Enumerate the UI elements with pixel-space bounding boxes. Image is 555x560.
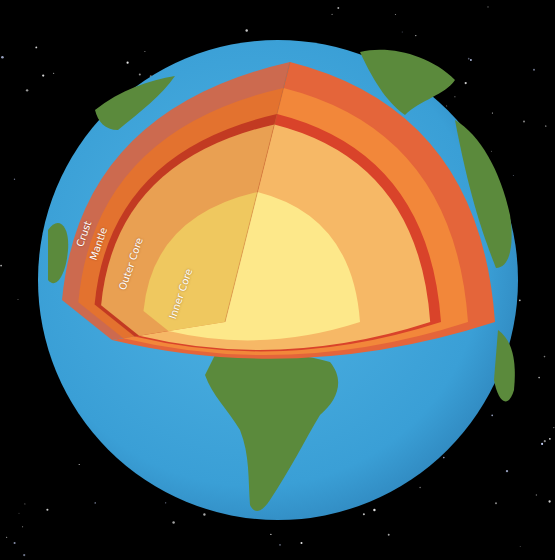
star <box>536 494 537 495</box>
continent <box>205 352 338 511</box>
star <box>0 265 2 267</box>
star <box>545 125 546 126</box>
star <box>533 69 535 71</box>
star <box>14 542 16 544</box>
star <box>95 502 96 503</box>
star <box>139 73 141 75</box>
star <box>144 51 145 52</box>
star <box>14 179 15 180</box>
star <box>446 105 448 107</box>
star <box>373 509 375 511</box>
cut-edge <box>225 62 290 322</box>
star <box>519 545 521 547</box>
star <box>203 513 205 515</box>
star <box>23 554 25 556</box>
star <box>172 521 174 523</box>
star <box>541 443 543 445</box>
star <box>388 534 390 536</box>
star <box>270 534 271 535</box>
star <box>22 526 23 527</box>
star <box>443 457 445 459</box>
star <box>487 6 488 7</box>
star <box>549 438 551 440</box>
star <box>401 31 403 33</box>
star <box>337 7 339 9</box>
layer-face <box>135 114 441 351</box>
star <box>419 487 420 488</box>
star <box>53 73 54 74</box>
star <box>46 509 48 511</box>
star <box>24 503 26 505</box>
star <box>548 500 550 502</box>
star <box>553 427 554 428</box>
star <box>18 512 20 514</box>
star <box>79 464 80 465</box>
star <box>454 96 455 97</box>
star <box>495 502 497 504</box>
star <box>42 74 44 76</box>
continent <box>48 223 68 283</box>
layer-face <box>139 124 430 350</box>
star <box>26 89 28 91</box>
star <box>35 46 37 48</box>
ocean <box>38 40 518 520</box>
star <box>279 544 281 546</box>
star <box>490 150 492 152</box>
star <box>395 14 396 15</box>
star <box>165 502 166 503</box>
star <box>6 537 7 538</box>
star <box>300 542 302 544</box>
star <box>465 82 467 84</box>
star <box>17 299 18 300</box>
star <box>415 35 416 36</box>
star <box>491 414 493 416</box>
star <box>468 58 470 60</box>
star <box>512 175 514 177</box>
star <box>538 377 540 379</box>
star <box>363 513 365 515</box>
continent <box>494 330 515 401</box>
star <box>470 59 472 61</box>
star <box>506 470 508 472</box>
star <box>1 56 4 59</box>
star <box>544 356 546 358</box>
star <box>519 299 521 301</box>
star <box>245 29 247 31</box>
star <box>126 62 128 64</box>
star <box>544 440 546 442</box>
star <box>331 14 332 15</box>
star <box>492 113 493 114</box>
star <box>523 121 525 123</box>
